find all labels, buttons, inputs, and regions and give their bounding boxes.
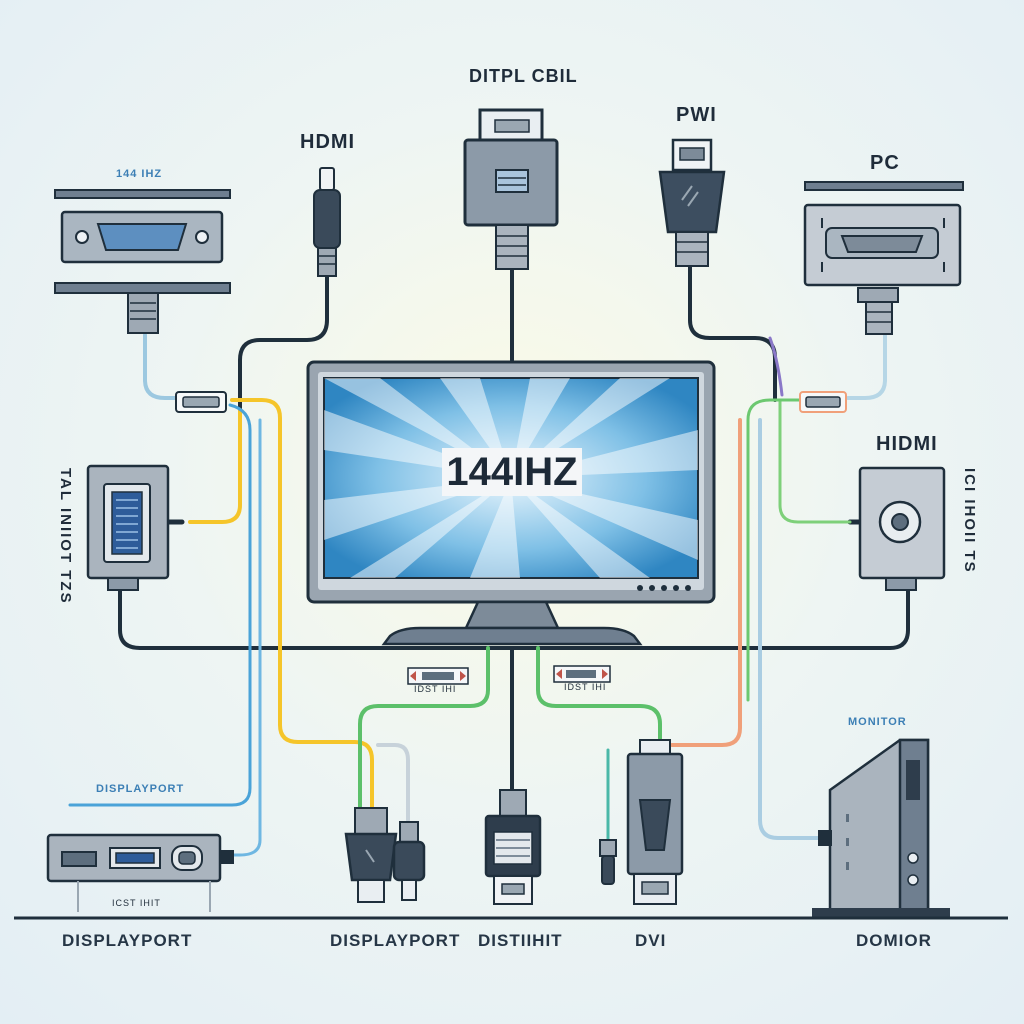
adapter-right: [799, 391, 847, 413]
label-bottom-displayport-1: DISPLAYPORT: [62, 931, 193, 950]
refresh-rate-text: 144IHZ: [442, 448, 582, 496]
label-tag-left: IDST IHI: [414, 684, 457, 694]
cable-lightblue-left: [143, 333, 180, 400]
hdmi-box-right: [858, 466, 946, 591]
port-box-left: [86, 464, 170, 591]
connector-bottom-center: [484, 789, 542, 905]
label-top-pc: PC: [870, 152, 900, 174]
label-left-vertical: TAL INIIOT TZS: [57, 468, 74, 605]
adapter-left: [175, 391, 227, 413]
connector-bottom-2: [392, 821, 426, 901]
connector-bottom-small: [599, 839, 617, 885]
tag-right: [553, 665, 611, 683]
hdmi-connector-top: [313, 167, 341, 277]
label-top-center: DITPL CBIL: [469, 66, 578, 86]
label-top-left-small: 144 IHZ: [116, 168, 163, 180]
label-tag-right: IDST IHI: [564, 682, 607, 692]
cable-yellow-left: [188, 408, 242, 524]
cable-top-hdmi: [238, 273, 329, 412]
cable-green-right-hdmi: [778, 398, 852, 524]
cable-yellow-down: [230, 398, 374, 812]
label-under-left-device: ICST IHIT: [112, 898, 161, 908]
label-bottom-dvi: DVI: [635, 931, 667, 950]
cable-lightblue-monitor: [758, 418, 822, 840]
device-bottom-left: [46, 833, 234, 912]
label-monitor-small: MONITOR: [848, 716, 907, 728]
cable-green-right: [536, 646, 662, 750]
cable-lightblue-right: [846, 333, 887, 400]
label-displayport-small: DISPLAYPORT: [96, 783, 185, 795]
cables: [68, 263, 910, 862]
displayport-connector-top: [463, 108, 559, 270]
cable-bus: [118, 588, 910, 650]
pwi-connector-top: [658, 138, 726, 267]
label-bottom-displayport-2: DISPLAYPORT: [330, 931, 461, 950]
cable-orange-right: [670, 418, 742, 747]
cable-blue-left-2: [226, 418, 262, 857]
cable-gray-center: [376, 743, 410, 822]
connector-bottom-1: [344, 807, 398, 903]
cable-blue-left: [68, 403, 252, 807]
cable-green-center: [358, 646, 490, 812]
label-top-hdmi: HDMI: [300, 131, 356, 153]
connector-bottom-dvi: [626, 739, 684, 905]
monitor: [306, 360, 716, 646]
label-right-vertical: ICI IHOII TS: [961, 468, 978, 574]
tag-left: [407, 667, 469, 685]
label-right-hdmi: HIDMI: [876, 433, 938, 455]
vga-panel-left: [54, 189, 231, 334]
cable-green-monitor: [746, 398, 802, 702]
pc-panel-right: [803, 181, 964, 335]
label-bottom-distiihit: DISTIIHIT: [478, 931, 563, 950]
label-bottom-domior: DOMIOR: [856, 931, 932, 950]
cable-purple-right: [768, 336, 784, 397]
monitor-box-right: [812, 738, 950, 918]
label-top-pwi: PWI: [676, 104, 717, 126]
